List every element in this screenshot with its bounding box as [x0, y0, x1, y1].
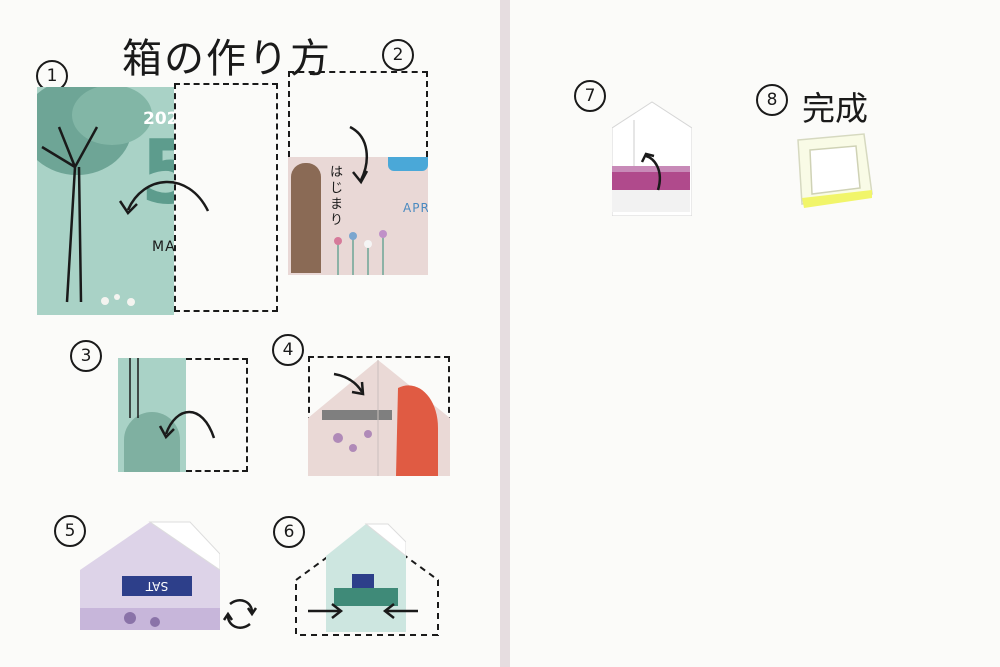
step5-paper — [80, 521, 220, 630]
step2-paper: はじまり APR — [288, 157, 428, 275]
step4-fold-outline — [308, 356, 450, 474]
step-number-6: 6 — [273, 516, 305, 548]
panel-divider — [500, 0, 510, 667]
page-title: 箱の作り方 — [122, 36, 332, 82]
step3-fold-outline — [186, 358, 248, 472]
finished-box — [797, 133, 873, 208]
step5-label-strip: SAT — [122, 576, 192, 596]
step5-paper-text: SAT — [145, 579, 169, 593]
step-number-5: 5 — [54, 515, 86, 547]
blue-shape — [388, 157, 428, 171]
step2-paper-text: はじまり — [330, 165, 344, 228]
trunk-illustration — [129, 358, 139, 418]
step-number-7: 7 — [574, 80, 606, 112]
calendar-year: 202 — [143, 109, 174, 129]
step3-paper — [118, 358, 186, 472]
calendar-month: MA — [152, 239, 174, 255]
right-panel: 7 8 完成 — [510, 0, 1000, 667]
left-panel: 箱の作り方 1 202 5 MA 2 はじまり APR — [36, 36, 450, 636]
rotate-arrows-icon — [222, 599, 258, 629]
step-number-2: 2 — [382, 39, 414, 71]
step-number-8: 8 — [756, 84, 788, 116]
step6-outline — [295, 526, 439, 636]
flower-illustration — [334, 230, 387, 275]
step1-paper: 202 5 MA — [37, 87, 174, 315]
step-number-4: 4 — [272, 334, 304, 366]
step2-fold-outline — [288, 71, 428, 157]
step-number-3: 3 — [70, 340, 102, 372]
step1-fold-outline — [174, 83, 278, 312]
tree-illustration — [37, 87, 152, 306]
step7-paper — [612, 101, 692, 216]
bear-illustration — [291, 163, 321, 273]
completed-label: 完成 — [802, 89, 868, 128]
calendar-day: 5 — [140, 121, 174, 224]
step4-paper — [308, 360, 450, 476]
step6-paper — [326, 523, 406, 632]
step2-paper-month: APR — [403, 201, 428, 215]
